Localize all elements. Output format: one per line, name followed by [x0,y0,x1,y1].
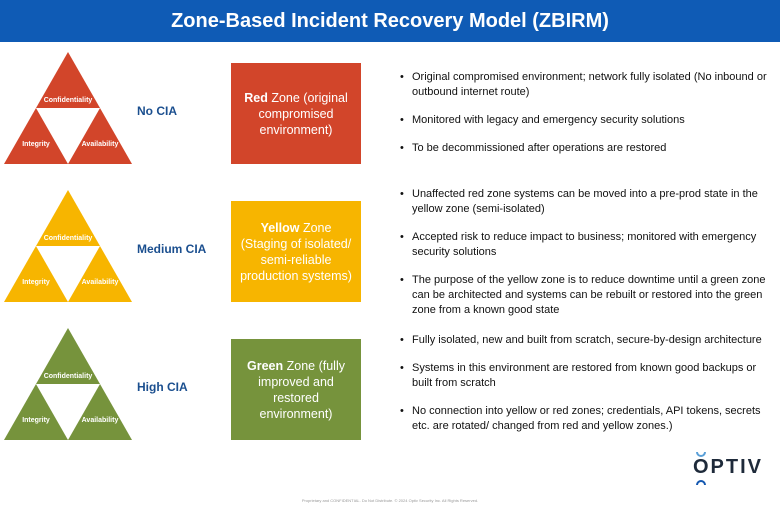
bullet-item: Fully isolated, new and built from scrat… [400,333,770,348]
green-zone-bullets: Fully isolated, new and built from scrat… [400,333,770,447]
zone-description: Zone (original compromised environment) [258,90,348,137]
bullet-item: The purpose of the yellow zone is to red… [400,273,770,318]
red-zone-box: Red Zone (original compromised environme… [231,63,361,164]
bullet-item: No connection into yellow or red zones; … [400,404,770,434]
cia-triangle-red: Confidentiality Integrity Availability [4,52,132,164]
cia-level-label: High CIA [137,380,188,394]
green-zone-box: Green Zone (fully improved and restored … [231,339,361,440]
page-title: Zone-Based Incident Recovery Model (ZBIR… [0,0,780,42]
cia-level-label: Medium CIA [137,242,207,256]
integrity-label: Integrity [22,279,50,286]
bullet-item: To be decommissioned after operations ar… [400,141,770,156]
bullet-item: Accepted risk to reduce impact to busine… [400,230,770,260]
cia-level-label: No CIA [137,104,177,118]
zone-name: Red [244,90,268,105]
bullet-item: Systems in this environment are restored… [400,361,770,391]
cia-triangle-yellow: Confidentiality Integrity Availability [4,190,132,302]
confidentiality-label: Confidentiality [44,97,93,104]
footer: Proprietary and CONFIDENTIAL. Do Not Dis… [301,498,479,503]
bullet-item: Original compromised environment; networ… [400,70,770,100]
zone-description: Zone (Staging of isolated/ semi-reliable… [240,220,352,283]
availability-label: Availability [82,417,119,424]
confidentiality-label: Confidentiality [44,373,93,380]
integrity-label: Integrity [22,417,50,424]
confidentiality-label: Confidentiality [44,235,93,242]
availability-label: Availability [82,141,119,148]
zone-name: Green [247,358,284,373]
integrity-label: Integrity [22,141,50,148]
bullet-item: Monitored with legacy and emergency secu… [400,113,770,128]
availability-label: Availability [82,279,119,286]
red-zone-bullets: Original compromised environment; networ… [400,70,770,169]
yellow-zone-bullets: Unaffected red zone systems can be moved… [400,187,770,331]
bullet-item: Unaffected red zone systems can be moved… [400,187,770,217]
cia-triangle-green: Confidentiality Integrity Availability [4,328,132,440]
optiv-logo: OPTIV [693,452,763,485]
zone-name: Yellow [260,220,300,235]
yellow-zone-box: Yellow Zone (Staging of isolated/ semi-r… [231,201,361,302]
zone-description: Zone (fully improved and restored enviro… [258,358,345,421]
